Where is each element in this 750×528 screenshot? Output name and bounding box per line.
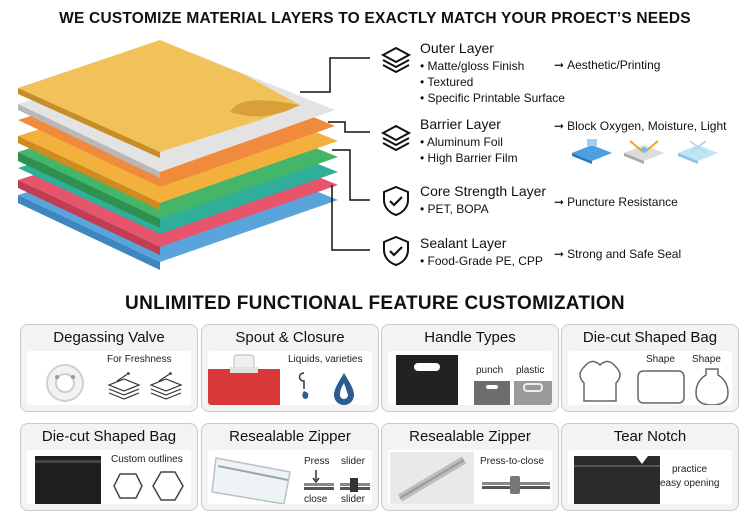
feature-card-resealable-zipper: Resealable Zipper Press slider close sli…: [201, 423, 379, 511]
feature-note: Press-to-close: [480, 456, 544, 467]
feature-card-resealable-zipper-2: Resealable Zipper Press-to-close: [381, 423, 559, 511]
layer-result: ➞Block Oxygen, Moisture, Light: [554, 119, 727, 133]
layers-icon: [380, 124, 412, 152]
black-pouch-photo: [35, 456, 101, 504]
layer-title: Outer Layer: [420, 40, 494, 56]
feature-note: practice: [672, 464, 708, 475]
card-title: Tear Notch: [613, 428, 687, 445]
feature-note: Liquids, varieties: [288, 354, 363, 365]
valve-icon: [46, 364, 84, 402]
hexagon-shape-icon: [152, 471, 184, 501]
layer-bullet: Food-Grade PE, CPP: [420, 253, 543, 269]
layer-title: Barrier Layer: [420, 116, 501, 132]
feature-note: For Freshness: [107, 354, 172, 365]
feature-note: punch: [476, 365, 504, 376]
degas-stack-icon: [107, 372, 183, 400]
feature-note: easy opening: [660, 478, 720, 489]
oxygen-block-illustration: [572, 139, 612, 164]
card-body: Shape Shape: [568, 351, 732, 405]
clear-zipper-bag-photo: [211, 457, 291, 504]
card-title: Resealable Zipper: [229, 428, 351, 445]
arrow-right-icon: ➞: [554, 58, 565, 72]
feature-note: slider: [341, 456, 365, 467]
feature-note: Shape: [646, 354, 675, 365]
layer-bullets: PET, BOPA: [420, 201, 489, 217]
light-block-illustration: [678, 140, 718, 164]
layer-bullets: Food-Grade PE, CPP: [420, 253, 543, 269]
black-handle-bag: [396, 355, 458, 405]
pentagon-shape-icon: [113, 473, 143, 499]
feature-note: Custom outlines: [111, 454, 183, 465]
feature-note: Shape: [692, 354, 721, 365]
card-title: Resealable Zipper: [409, 428, 531, 445]
layer-bullet: Textured: [420, 74, 565, 90]
layer-title: Sealant Layer: [420, 235, 507, 251]
feature-card-die-cut-shaped-bag: Die-cut Shaped Bag Shape Shape: [561, 324, 739, 412]
layer-bullet: High Barrier Film: [420, 150, 518, 166]
layer-bullet: Aluminum Foil: [420, 134, 518, 150]
feature-note: plastic: [516, 365, 545, 376]
shield-check-icon: [383, 185, 409, 217]
bracket-shape-icon: [637, 370, 685, 404]
card-body: practice easy opening: [568, 450, 732, 504]
card-body: For Freshness: [27, 351, 191, 405]
card-body: punch plastic: [388, 351, 552, 405]
layer-bullets: Matte/gloss Finish Textured Specific Pri…: [420, 58, 565, 106]
layer-result: ➞Strong and Safe Seal: [554, 247, 682, 261]
plastic-handle-bag: [514, 381, 552, 405]
card-title: Die-cut Shaped Bag: [582, 329, 718, 346]
zipper-slider-icon: [482, 476, 550, 494]
feature-card-degassing-valve: Degassing Valve For Freshness: [20, 324, 198, 412]
card-body: Liquids, varieties: [208, 351, 372, 405]
layer-bullets: Aluminum Foil High Barrier Film: [420, 134, 518, 166]
layer-bullet: PET, BOPA: [420, 201, 489, 217]
zipper-diagram-icon: [304, 470, 370, 492]
connector-lines: [300, 57, 370, 251]
feature-card-handle-types: Handle Types punch plastic: [381, 324, 559, 412]
feature-note: Press: [304, 456, 330, 467]
arrow-right-icon: ➞: [554, 247, 565, 261]
layer-bullet: Specific Printable Surface: [420, 90, 565, 106]
card-body: Press slider close slider: [208, 450, 372, 504]
material-layers-illustration: [18, 40, 370, 270]
top-heading: WE CUSTOMIZE MATERIAL LAYERS TO EXACTLY …: [59, 10, 691, 27]
card-title: Spout & Closure: [235, 329, 345, 346]
shield-check-icon: [383, 235, 409, 267]
layer-result: ➞Aesthetic/Printing: [554, 58, 661, 72]
card-body: Press-to-close: [388, 450, 552, 504]
punch-handle-bag: [474, 381, 510, 405]
card-body: Custom outlines: [27, 450, 191, 504]
feature-card-spout-closure: Spout & Closure Liquids, varieties: [201, 324, 379, 412]
feature-card-tear-notch: Tear Notch practice easy opening: [561, 423, 739, 511]
liquid-drop-icon: [298, 372, 354, 405]
card-title: Handle Types: [424, 329, 516, 346]
card-title: Die-cut Shaped Bag: [41, 428, 177, 445]
layers-icon: [380, 46, 412, 74]
layer-sheet-gold: [18, 40, 300, 158]
feature-note: slider: [341, 494, 365, 504]
bottom-heading: UNLIMITED FUNCTIONAL FEATURE CUSTOMIZATI…: [125, 293, 625, 314]
spout-pouch-photo: [208, 354, 280, 405]
arrow-right-icon: ➞: [554, 195, 565, 209]
feature-note: close: [304, 494, 328, 504]
feature-card-die-cut-shaped-bag-2: Die-cut Shaped Bag Custom outlines: [20, 423, 198, 511]
moisture-block-illustration: [624, 140, 664, 164]
layer-title: Core Strength Layer: [420, 183, 547, 199]
layer-result: ➞Puncture Resistance: [554, 195, 678, 209]
zipper-closeup-photo: [390, 452, 474, 504]
bottle-shape-icon: [695, 368, 729, 405]
layer-bullet: Matte/gloss Finish: [420, 58, 565, 74]
cloud-shape-icon: [579, 360, 621, 402]
arrow-right-icon: ➞: [554, 119, 565, 133]
tear-notch-pouch-photo: [574, 456, 660, 504]
card-title: Degassing Valve: [53, 329, 165, 346]
